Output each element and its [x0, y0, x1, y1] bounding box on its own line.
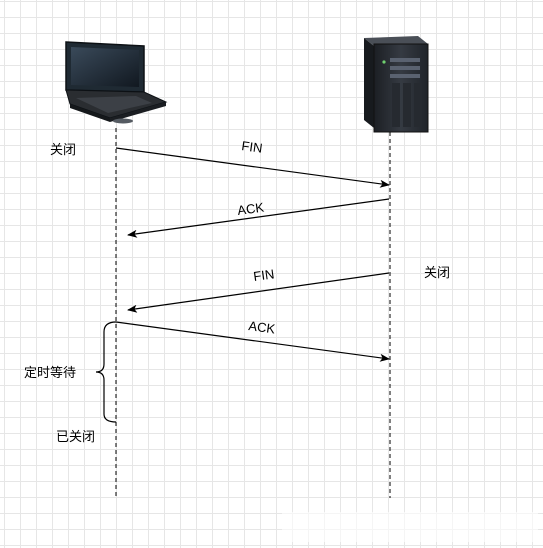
fin-arrow-server-to-client [127, 272, 390, 313]
watermark-strip [282, 512, 538, 542]
ack-arrow-client-to-server [115, 321, 390, 362]
message-label: ACK [236, 199, 265, 217]
message-label: ACK [248, 318, 277, 336]
server-close-label: 关闭 [424, 266, 450, 281]
laptop-icon [65, 41, 168, 124]
message-label: FIN [252, 266, 275, 284]
client-close-label: 关闭 [50, 143, 76, 158]
server-tower-icon [364, 36, 429, 133]
ack-arrow-server-to-client [127, 198, 390, 238]
fin-arrow-client-to-server [115, 147, 390, 188]
time-wait-brace [95, 321, 117, 423]
message-label: FIN [241, 138, 264, 156]
closed-label: 已关闭 [56, 430, 95, 445]
time-wait-label: 定时等待 [24, 365, 76, 381]
